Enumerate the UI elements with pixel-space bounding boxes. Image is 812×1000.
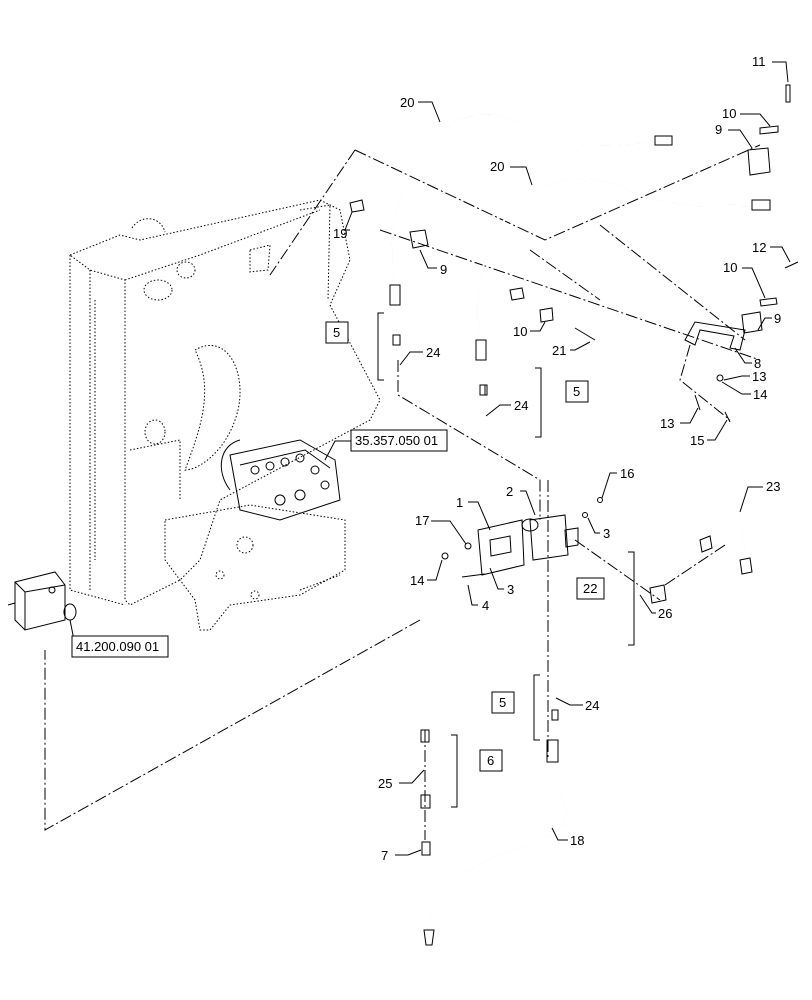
callout-15: 15: [690, 433, 704, 448]
callout-14: 14: [753, 387, 767, 402]
hose-20-upper: [389, 112, 673, 306]
callout-8: 8: [754, 356, 761, 371]
callout-24: 24: [585, 698, 599, 713]
svg-text:35.357.050 01: 35.357.050 01: [355, 433, 438, 448]
callout-26: 26: [658, 606, 672, 621]
callout-1: 1: [456, 495, 463, 510]
callout-24: 24: [514, 398, 528, 413]
ref-box-6[interactable]: 6: [479, 749, 503, 772]
callout-10: 10: [513, 324, 527, 339]
ref-box-5[interactable]: 5: [565, 380, 589, 403]
callout-9: 9: [440, 262, 447, 277]
svg-text:6: 6: [487, 753, 494, 768]
callout-9: 9: [774, 311, 781, 326]
callout-10: 10: [723, 260, 737, 275]
auxiliary-valve-block: [7, 571, 77, 631]
callout-16: 16: [620, 466, 634, 481]
svg-text:22: 22: [583, 581, 597, 596]
ref-box-5[interactable]: 5: [491, 691, 515, 714]
loader-frame: [68, 199, 381, 606]
hose-20-lower: [475, 177, 771, 361]
callout-7: 7: [381, 848, 388, 863]
hose-18: [423, 739, 567, 946]
leader-lines: [69, 61, 791, 856]
callout-3: 3: [507, 582, 514, 597]
svg-text:41.200.090 01: 41.200.090 01: [76, 639, 159, 654]
callout-3: 3: [603, 526, 610, 541]
boxed-references: 5 5 5 6 22 35.357.050 01 41.200.090 01: [71, 321, 605, 772]
svg-text:5: 5: [573, 384, 580, 399]
callout-20: 20: [490, 159, 504, 174]
callout-14: 14: [410, 573, 424, 588]
callout-13: 13: [660, 416, 674, 431]
callout-23: 23: [766, 479, 780, 494]
callout-17: 17: [415, 513, 429, 528]
callout-10: 10: [722, 106, 736, 121]
callout-25: 25: [378, 776, 392, 791]
callout-4: 4: [482, 598, 489, 613]
ref-box-35-357-050-01[interactable]: 35.357.050 01: [350, 429, 448, 452]
callout-19: 19: [333, 226, 347, 241]
callout-18: 18: [570, 833, 584, 848]
callout-13: 13: [752, 369, 766, 384]
grouping-brackets: [377, 312, 635, 808]
callout-numbers: 11 10 9 20 20 19 9 12 10 9 8 13 14 13 15…: [333, 54, 781, 863]
ref-box-5[interactable]: 5: [325, 321, 349, 344]
svg-text:5: 5: [333, 325, 340, 340]
svg-text:5: 5: [499, 695, 506, 710]
callout-2: 2: [506, 484, 513, 499]
ref-box-22[interactable]: 22: [576, 577, 605, 600]
callout-9: 9: [715, 122, 722, 137]
phantom-lines: [44, 144, 761, 840]
callout-11: 11: [752, 54, 766, 69]
callout-21: 21: [552, 343, 566, 358]
callout-12: 12: [752, 240, 766, 255]
callout-24: 24: [426, 345, 440, 360]
control-valve-assembly: [164, 439, 346, 631]
small-parts: [349, 84, 799, 856]
hose-23: [699, 515, 753, 575]
ref-box-41-200-090-01[interactable]: 41.200.090 01: [71, 635, 169, 658]
callout-20: 20: [400, 95, 414, 110]
